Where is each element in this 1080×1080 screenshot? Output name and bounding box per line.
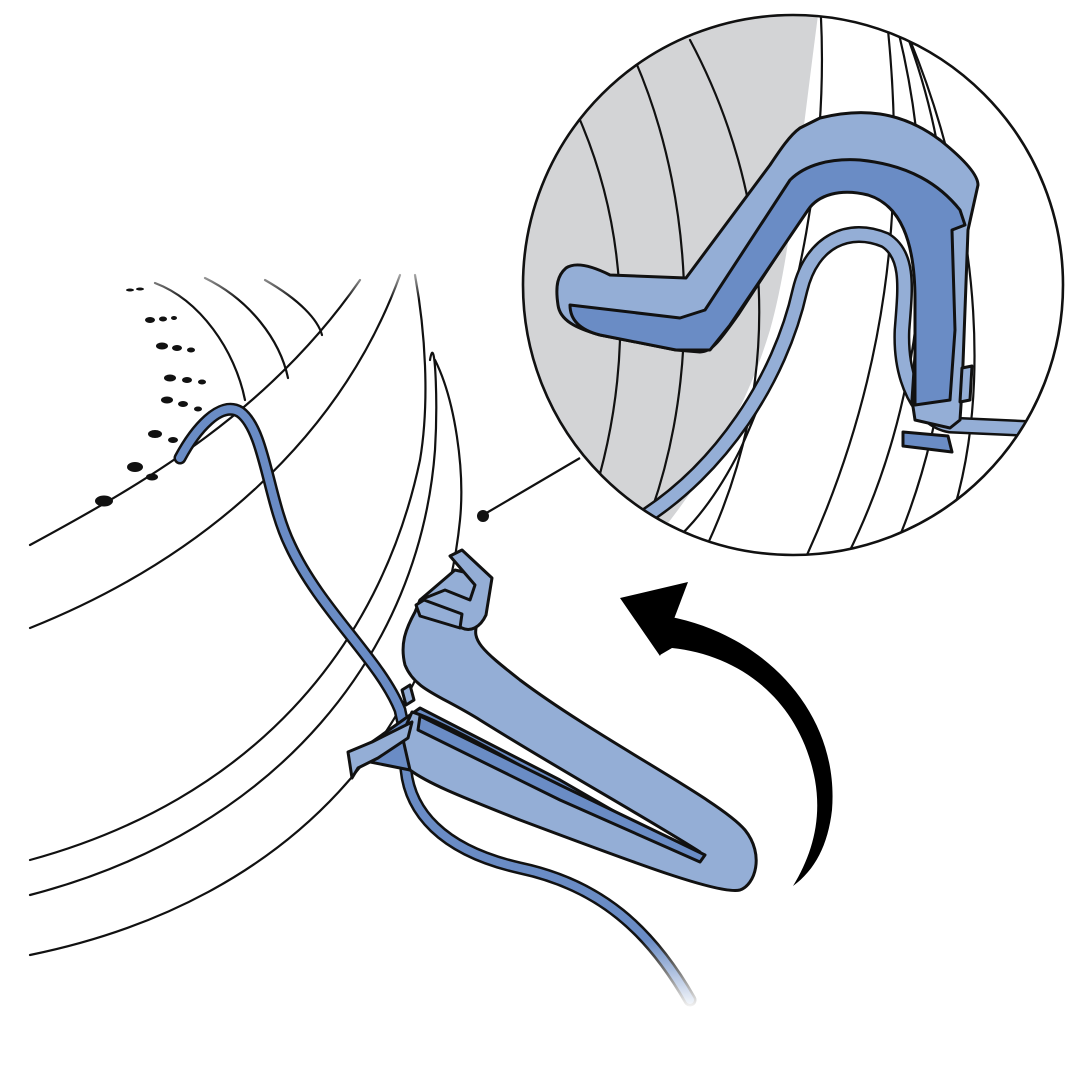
drum-perforations — [95, 288, 206, 507]
hose-clip — [348, 550, 756, 891]
detail-callout-icon — [500, 0, 1063, 600]
callout-leader — [477, 458, 580, 522]
